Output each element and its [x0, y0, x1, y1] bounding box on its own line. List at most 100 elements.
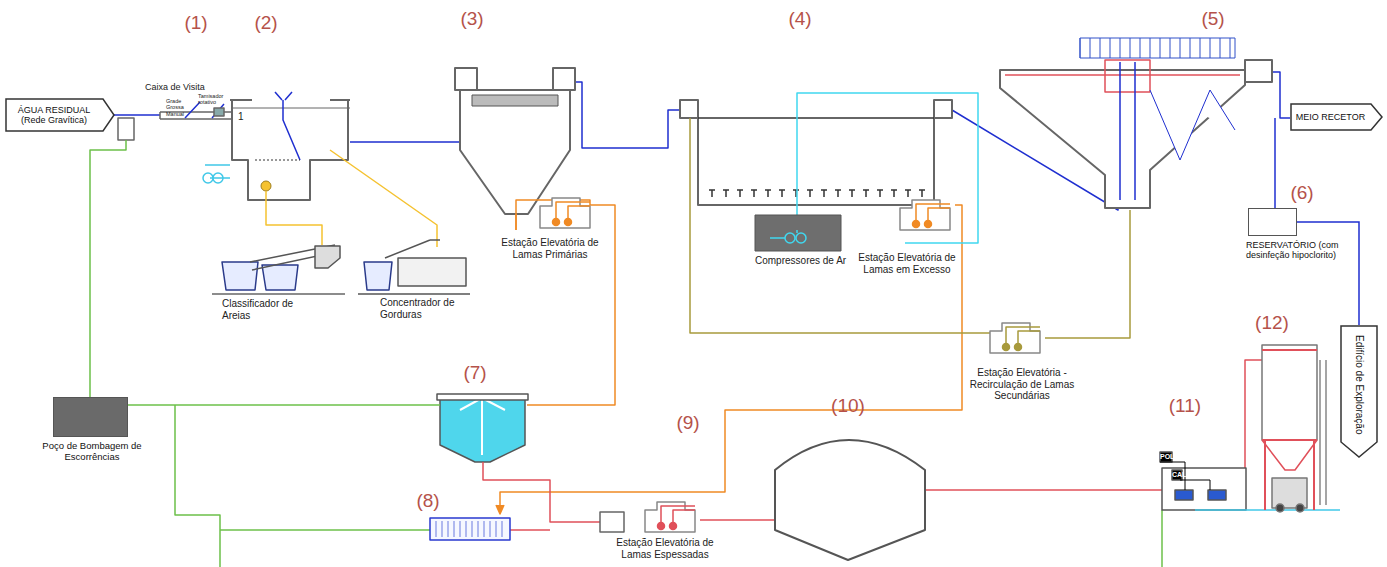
sludge-silo — [1296, 504, 1304, 512]
pump-station-icon — [658, 523, 665, 530]
equipment-label: Estação Elevatória de Lamas Primárias — [495, 237, 605, 260]
drainage-line — [220, 529, 430, 531]
inlet-channel — [214, 108, 224, 116]
equipment-label: Grade Grossa Manual — [166, 98, 192, 117]
dewatering-building — [1195, 509, 1340, 511]
diffusers — [863, 190, 869, 197]
pipe-connector — [1297, 222, 1359, 325]
sump-box: Poço de Bombagem de Escorrências — [53, 397, 128, 437]
secondary-clarifier — [1000, 70, 1245, 208]
grit-tank — [232, 108, 350, 109]
pump-station-icon — [1003, 344, 1010, 351]
secondary-clarifier — [1120, 62, 1135, 200]
pump-station-icon — [990, 323, 1040, 353]
diffusers — [835, 190, 841, 197]
callout-number: (7) — [455, 362, 495, 384]
recirculation-line — [690, 118, 1130, 338]
pump-station-icon — [916, 204, 950, 220]
arrow-outline — [1341, 326, 1377, 457]
belt-hatch — [490, 521, 491, 537]
grit-tank — [203, 173, 213, 183]
diffusers — [919, 190, 925, 197]
drainage-line — [175, 405, 220, 567]
pump-station-icon — [925, 221, 932, 228]
sludge-silo — [1262, 345, 1317, 440]
diffusers — [751, 190, 757, 197]
pump-station-icon — [645, 502, 695, 532]
diffusers — [709, 190, 925, 197]
diffusers — [779, 190, 785, 197]
diffusers — [709, 190, 715, 197]
diffusers — [723, 190, 729, 197]
callout-number: (12) — [1252, 312, 1292, 334]
callout-number: (2) — [246, 12, 286, 34]
terminal-arrow: Edifício de Exploração — [1340, 325, 1378, 458]
grit-tank — [203, 92, 350, 200]
pump-station-icon — [1006, 327, 1040, 343]
recirculation-line — [690, 118, 990, 333]
water-line — [1272, 72, 1290, 118]
grit-grease-line — [266, 191, 322, 245]
thickened-sludge-line — [510, 529, 550, 531]
belt-hatch — [436, 521, 437, 537]
pump-station-icon — [540, 198, 590, 228]
pump-station-icon — [661, 506, 695, 522]
grit-classifier — [212, 293, 345, 295]
pump-station-icon — [1015, 344, 1022, 351]
clarifier-bridge — [1080, 38, 1235, 58]
recirculation-line — [1045, 210, 1130, 338]
grit-classifier — [212, 245, 345, 294]
clarifier-bridge — [1140, 38, 1141, 58]
belt-hatch — [436, 521, 502, 537]
belt-hatch — [466, 521, 467, 537]
grease-concentrator — [398, 258, 466, 286]
drainage-line — [90, 140, 126, 397]
clarifier-bridge — [1170, 38, 1171, 58]
water-line — [575, 82, 680, 148]
belt-hatch — [448, 521, 449, 537]
grit-tank — [205, 165, 230, 178]
water-line — [113, 114, 160, 116]
grit-grease-line — [266, 150, 437, 247]
pump-station-icon — [540, 198, 590, 228]
callout-number: (6) — [1282, 182, 1322, 204]
thickener — [437, 390, 528, 462]
aeration-tank — [680, 100, 698, 118]
terminal-label: ÁGUA RESIDUAL (Rede Gravítica) — [9, 105, 99, 126]
secondary-clarifier — [1150, 90, 1235, 160]
clarifier-bridge — [1090, 38, 1091, 58]
diffusers — [807, 190, 813, 197]
air-compressors — [796, 233, 806, 243]
grit-tank — [275, 92, 300, 160]
grit-classifier — [315, 246, 340, 268]
sludge-line — [496, 505, 504, 514]
water-line — [350, 90, 470, 142]
belt-hatch — [460, 521, 461, 537]
inlet-channel — [118, 118, 134, 140]
belt-hatch — [478, 521, 479, 537]
terminal-label: MEIO RECETOR — [1294, 112, 1367, 122]
belt-hatch — [484, 521, 485, 537]
pump-station-icon — [553, 219, 560, 226]
clarifier-bridge — [1100, 38, 1101, 58]
sludge-line — [516, 200, 615, 405]
equipment-label: Estação Elevatória de Lamas Espessadas — [600, 537, 730, 560]
arrow-outline — [1291, 104, 1382, 130]
thickened-sludge-line — [925, 489, 1162, 491]
grit-tank — [230, 100, 350, 200]
diffusers — [737, 190, 743, 197]
sludge-silo — [1262, 350, 1317, 510]
sludge-silo — [1272, 478, 1307, 508]
pump-station-icon — [900, 200, 950, 230]
diffusers — [793, 190, 799, 197]
primary-settler — [472, 95, 558, 106]
equipment-label: Concentrador de Gorduras — [380, 297, 475, 320]
clarifier-bridge — [1190, 38, 1191, 58]
clarifier-bridge — [1220, 38, 1221, 58]
pump-station-icon — [556, 202, 590, 218]
grit-tank — [255, 160, 300, 161]
pipe-line — [1297, 222, 1359, 325]
thickened-tank — [600, 512, 624, 532]
